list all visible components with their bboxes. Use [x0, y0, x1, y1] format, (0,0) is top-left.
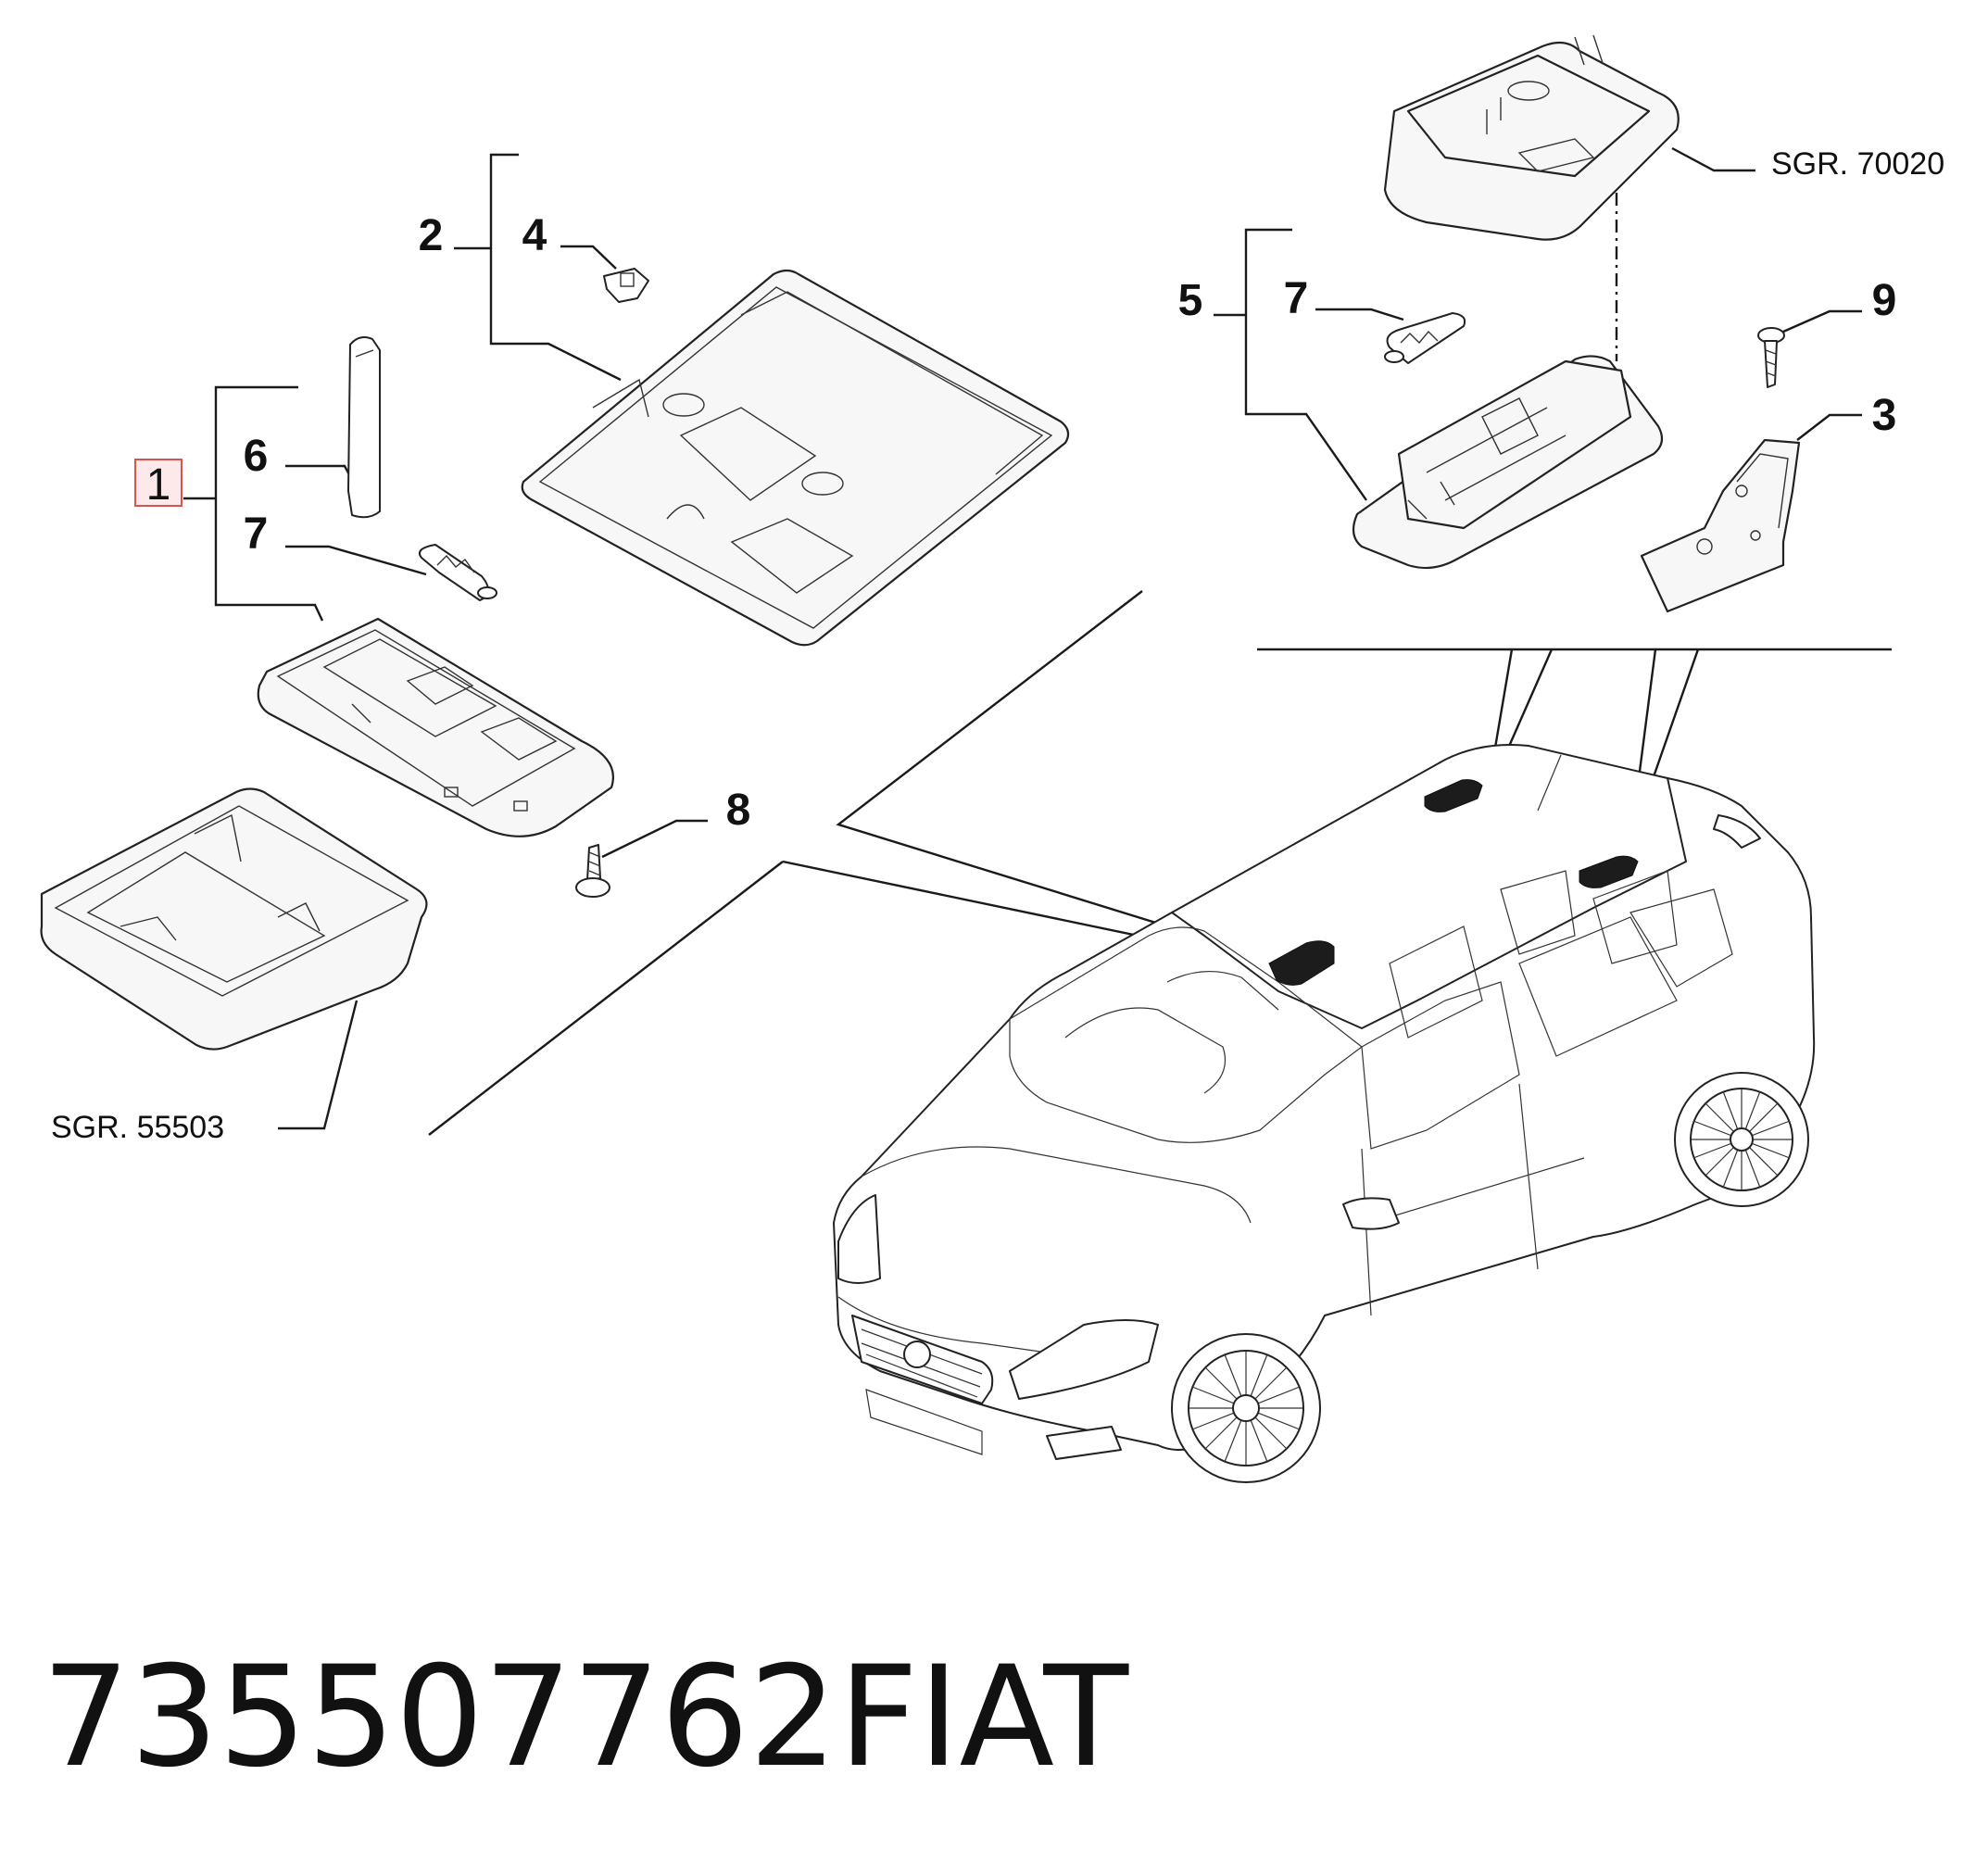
bulb-7-right-part [1384, 312, 1466, 364]
callout-7-left[interactable]: 7 [244, 510, 269, 559]
ref-sgr-70020[interactable]: SGR. 70020 [1771, 146, 1944, 182]
callout-7-right[interactable]: 7 [1284, 274, 1309, 323]
clip-part [603, 268, 649, 303]
screw-9-part [1757, 327, 1785, 388]
roof-lamp-mid-marker [1424, 779, 1483, 812]
bulb-6-part [347, 336, 381, 519]
brand-name: FIAT [838, 1637, 1129, 1798]
housing-sgr55503-part [40, 787, 428, 1051]
car-illustration [833, 744, 1816, 1483]
highlight-box [134, 459, 182, 507]
callout-8[interactable]: 8 [726, 786, 751, 835]
callout-5[interactable]: 5 [1178, 276, 1203, 325]
reading-lamp-part[interactable] [1352, 355, 1664, 570]
callout-4[interactable]: 4 [522, 211, 547, 260]
bulb-7-left-part [418, 544, 497, 601]
callout-3[interactable]: 3 [1872, 391, 1897, 440]
callout-2[interactable]: 2 [419, 211, 444, 260]
roof-lamp-front-marker [1268, 940, 1335, 986]
callout-labels: 1 2 3 4 5 6 7 7 8 9 SGR. 55503 SGR. 7002… [51, 146, 1944, 1145]
roof-panel-part [521, 269, 1070, 647]
part-number: 735507762 [42, 1637, 837, 1798]
bracket-part [1640, 438, 1801, 613]
roof-lamp-rear-marker [1579, 855, 1639, 888]
callout-6[interactable]: 6 [244, 432, 269, 481]
callout-9[interactable]: 9 [1872, 276, 1897, 325]
screw-8-part [575, 844, 610, 898]
callout-1[interactable]: 1 [146, 460, 171, 510]
courtesy-lamp-part[interactable] [257, 617, 614, 837]
housing-sgr70020-part [1383, 34, 1680, 241]
ref-sgr-55503[interactable]: SGR. 55503 [51, 1110, 224, 1145]
footer-text: 735507762 FIAT [42, 1637, 1129, 1798]
